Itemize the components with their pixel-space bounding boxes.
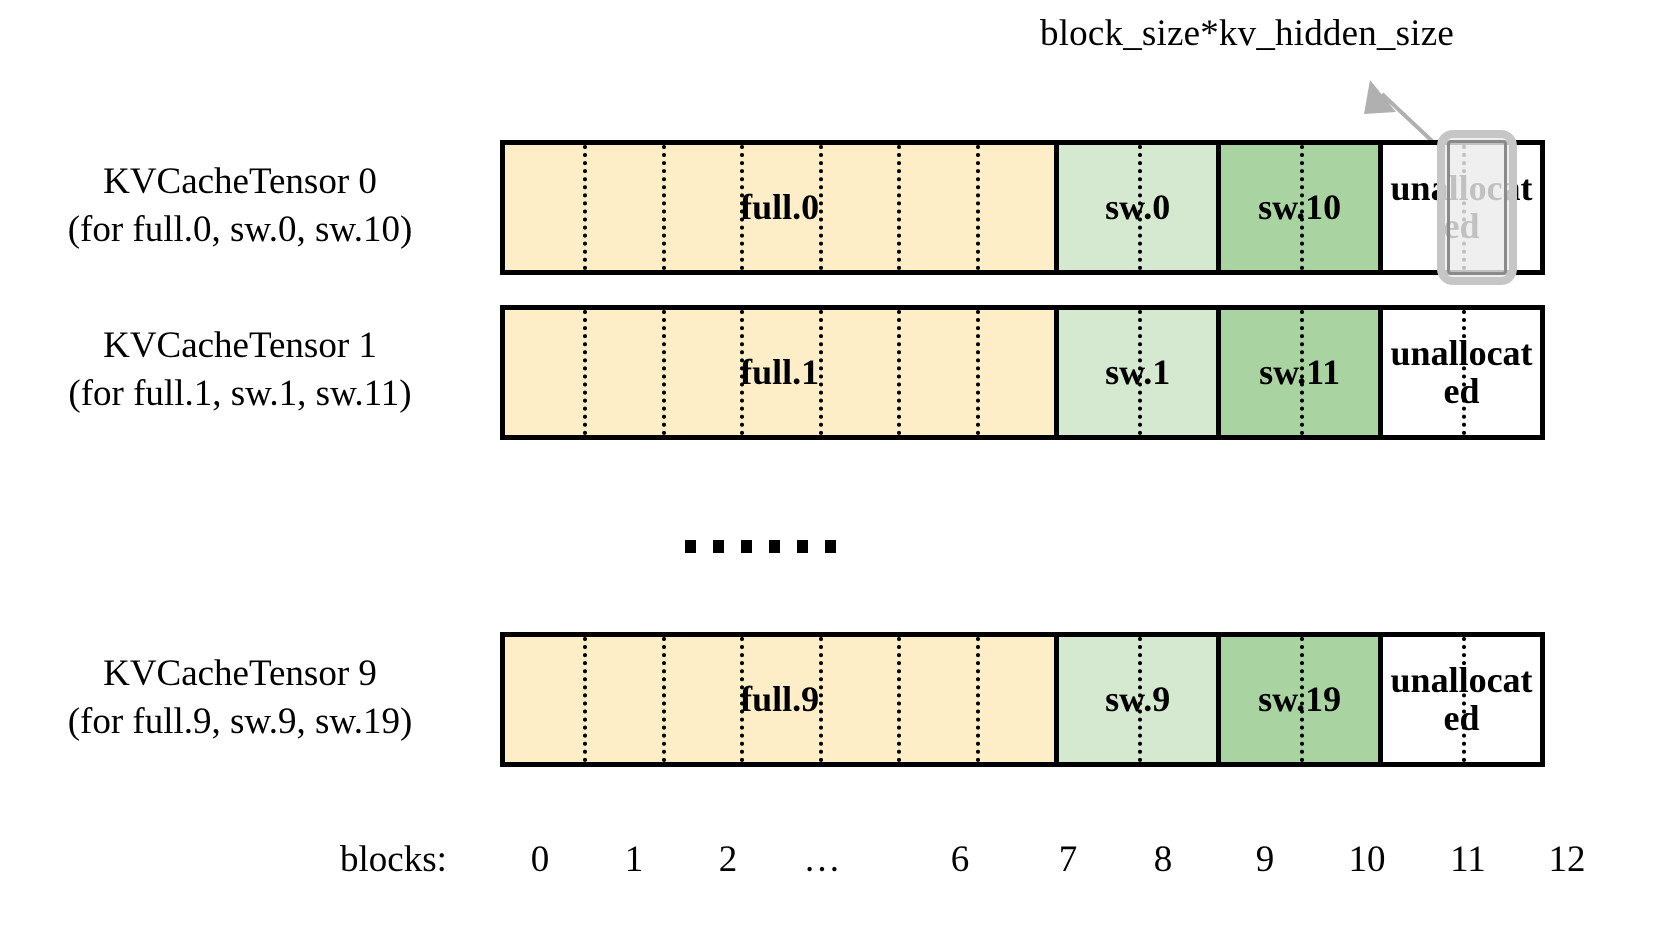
segment-sw-high[interactable]: sw.19 (1216, 637, 1379, 762)
row-label-line2: (for full.0, sw.0, sw.10) (67, 209, 413, 251)
axis-tick-6: 6 (950, 839, 970, 880)
row-label-tensor-0: KVCacheTensor 0 (for full.0, sw.0, sw.10… (0, 158, 480, 254)
segment-full[interactable]: full.0 (505, 145, 1055, 270)
block-highlight-box[interactable] (1437, 130, 1517, 285)
row-label-line2: (for full.9, sw.9, sw.19) (67, 701, 413, 743)
segment-label: sw.0 (1105, 186, 1171, 227)
axis-tick-1: 1 (624, 839, 644, 880)
segment-sw-low[interactable]: sw.1 (1054, 310, 1217, 435)
axis-tick-12: 12 (1548, 839, 1586, 880)
axis-tick-2: 2 (718, 839, 738, 880)
segment-sw-low[interactable]: sw.0 (1054, 145, 1217, 270)
segment-label: unallocated (1390, 659, 1533, 738)
segment-label: sw.1 (1105, 351, 1171, 392)
segment-label: full.0 (740, 186, 820, 227)
row-label-tensor-1: KVCacheTensor 1 (for full.1, sw.1, sw.11… (0, 322, 480, 418)
segment-full[interactable]: full.9 (505, 637, 1055, 762)
segment-label: full.9 (740, 678, 820, 719)
rows-ellipsis (685, 540, 836, 553)
kvcache-tensor-row-1[interactable]: full.1 sw.1 sw.11 unallocated (500, 305, 1545, 440)
axis-tick-11: 11 (1450, 839, 1486, 880)
segment-label: full.1 (740, 351, 820, 392)
row-label-line2: (for full.1, sw.1, sw.11) (68, 373, 412, 415)
axis-tick-0: 0 (530, 839, 550, 880)
row-label-line1: KVCacheTensor 9 (103, 653, 377, 694)
segment-sw-low[interactable]: sw.9 (1054, 637, 1217, 762)
segment-label: sw.11 (1259, 351, 1341, 392)
kvcache-tensor-row-0[interactable]: full.0 sw.0 sw.10 unallocated (500, 140, 1545, 275)
segment-sw-high[interactable]: sw.11 (1216, 310, 1379, 435)
axis-tick-ellipsis: … (803, 839, 841, 880)
segment-label: sw.10 (1258, 186, 1342, 227)
row-label-line1: KVCacheTensor 1 (103, 325, 377, 366)
segment-full[interactable]: full.1 (505, 310, 1055, 435)
kvcache-tensor-row-9[interactable]: full.9 sw.9 sw.19 unallocated (500, 632, 1545, 767)
segment-sw-high[interactable]: sw.10 (1216, 145, 1379, 270)
segment-label: unallocated (1390, 332, 1533, 411)
blocks-axis-title: blocks: (340, 839, 447, 880)
segment-unallocated[interactable]: unallocated (1378, 637, 1540, 762)
block-highlight-inner (1447, 140, 1507, 275)
blocks-axis: blocks: 0 1 2 … 6 7 8 9 10 11 12 (0, 838, 1676, 898)
axis-tick-10: 10 (1348, 839, 1386, 880)
row-label-line1: KVCacheTensor 0 (103, 161, 377, 202)
segment-label: sw.9 (1105, 678, 1171, 719)
axis-tick-8: 8 (1153, 839, 1173, 880)
segment-unallocated[interactable]: unallocated (1378, 310, 1540, 435)
annotation-label: block_size*kv_hidden_size (1040, 13, 1454, 54)
row-label-tensor-9: KVCacheTensor 9 (for full.9, sw.9, sw.19… (0, 650, 480, 746)
axis-tick-9: 9 (1255, 839, 1275, 880)
axis-tick-7: 7 (1058, 839, 1078, 880)
segment-label: sw.19 (1258, 678, 1342, 719)
